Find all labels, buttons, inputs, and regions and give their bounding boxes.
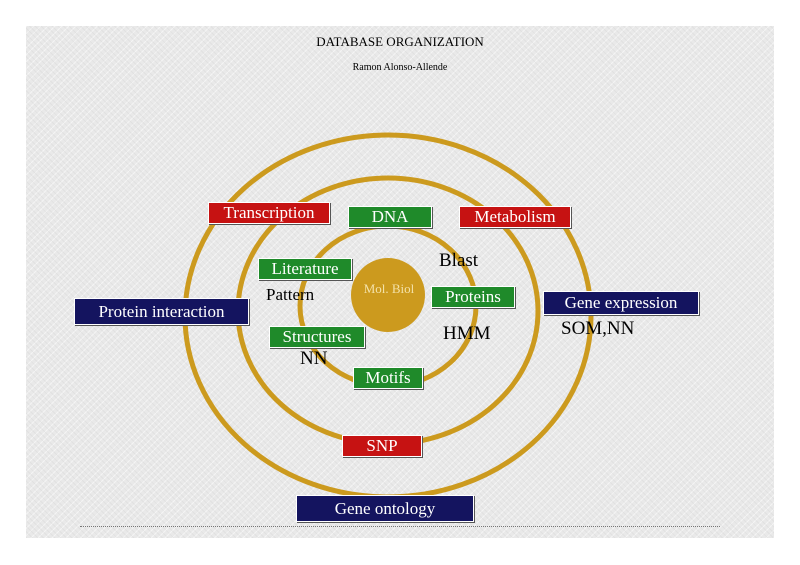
slide-canvas: DATABASE ORGANIZATION Ramon Alonso-Allen…	[26, 26, 774, 538]
author-name: Ramon Alonso-Allende	[352, 62, 448, 73]
gene-ontology-box: Gene ontology	[296, 495, 474, 522]
transcription-box: Transcription	[208, 202, 330, 224]
protein-interaction-box: Protein interaction	[74, 298, 249, 325]
gene-expression-box: Gene expression	[543, 291, 699, 315]
page-title: DATABASE ORGANIZATION	[316, 34, 484, 49]
literature-box: Literature	[258, 258, 352, 280]
metabolism-box: Metabolism	[459, 206, 571, 228]
blast-label: Blast	[439, 250, 479, 271]
nn-label: NN	[300, 348, 328, 369]
motifs-box: Motifs	[353, 367, 423, 389]
proteins-box: Proteins	[431, 286, 515, 308]
center-label: Mol. Biol	[363, 281, 415, 296]
structures-box: Structures	[269, 326, 365, 348]
pattern-label: Pattern	[266, 285, 315, 304]
center-disc	[351, 258, 425, 332]
hmm-label: HMM	[443, 323, 491, 344]
dna-box: DNA	[348, 206, 432, 228]
snp-box: SNP	[342, 435, 422, 457]
footer-divider	[80, 526, 720, 527]
som-nn-label: SOM,NN	[561, 318, 635, 339]
